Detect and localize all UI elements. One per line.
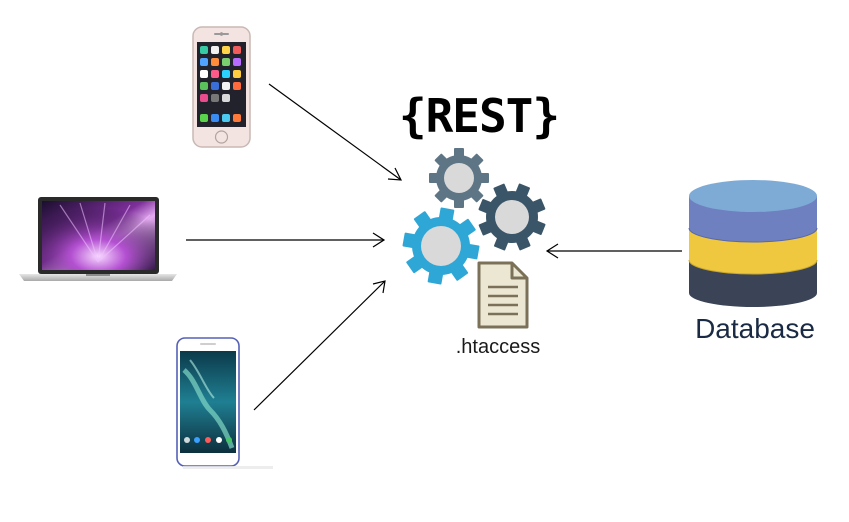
database-label: Database — [695, 313, 815, 344]
database-icon — [688, 180, 818, 307]
iphone-device-icon — [192, 26, 251, 148]
gear-top-icon — [429, 148, 489, 208]
diagram-title: {REST} — [398, 89, 560, 143]
gears-icon — [402, 148, 546, 285]
htaccess-file-icon — [477, 261, 529, 329]
android-phone-device-icon — [176, 337, 273, 469]
request-arrows — [186, 83, 682, 411]
htaccess-label: .htaccess — [455, 336, 541, 358]
laptop-device-icon — [19, 197, 177, 281]
arrow-android-to-server — [253, 280, 386, 411]
arrow-iphone-to-server — [268, 83, 402, 181]
gear-right-icon — [478, 183, 546, 251]
gear-blue-icon — [402, 207, 480, 285]
